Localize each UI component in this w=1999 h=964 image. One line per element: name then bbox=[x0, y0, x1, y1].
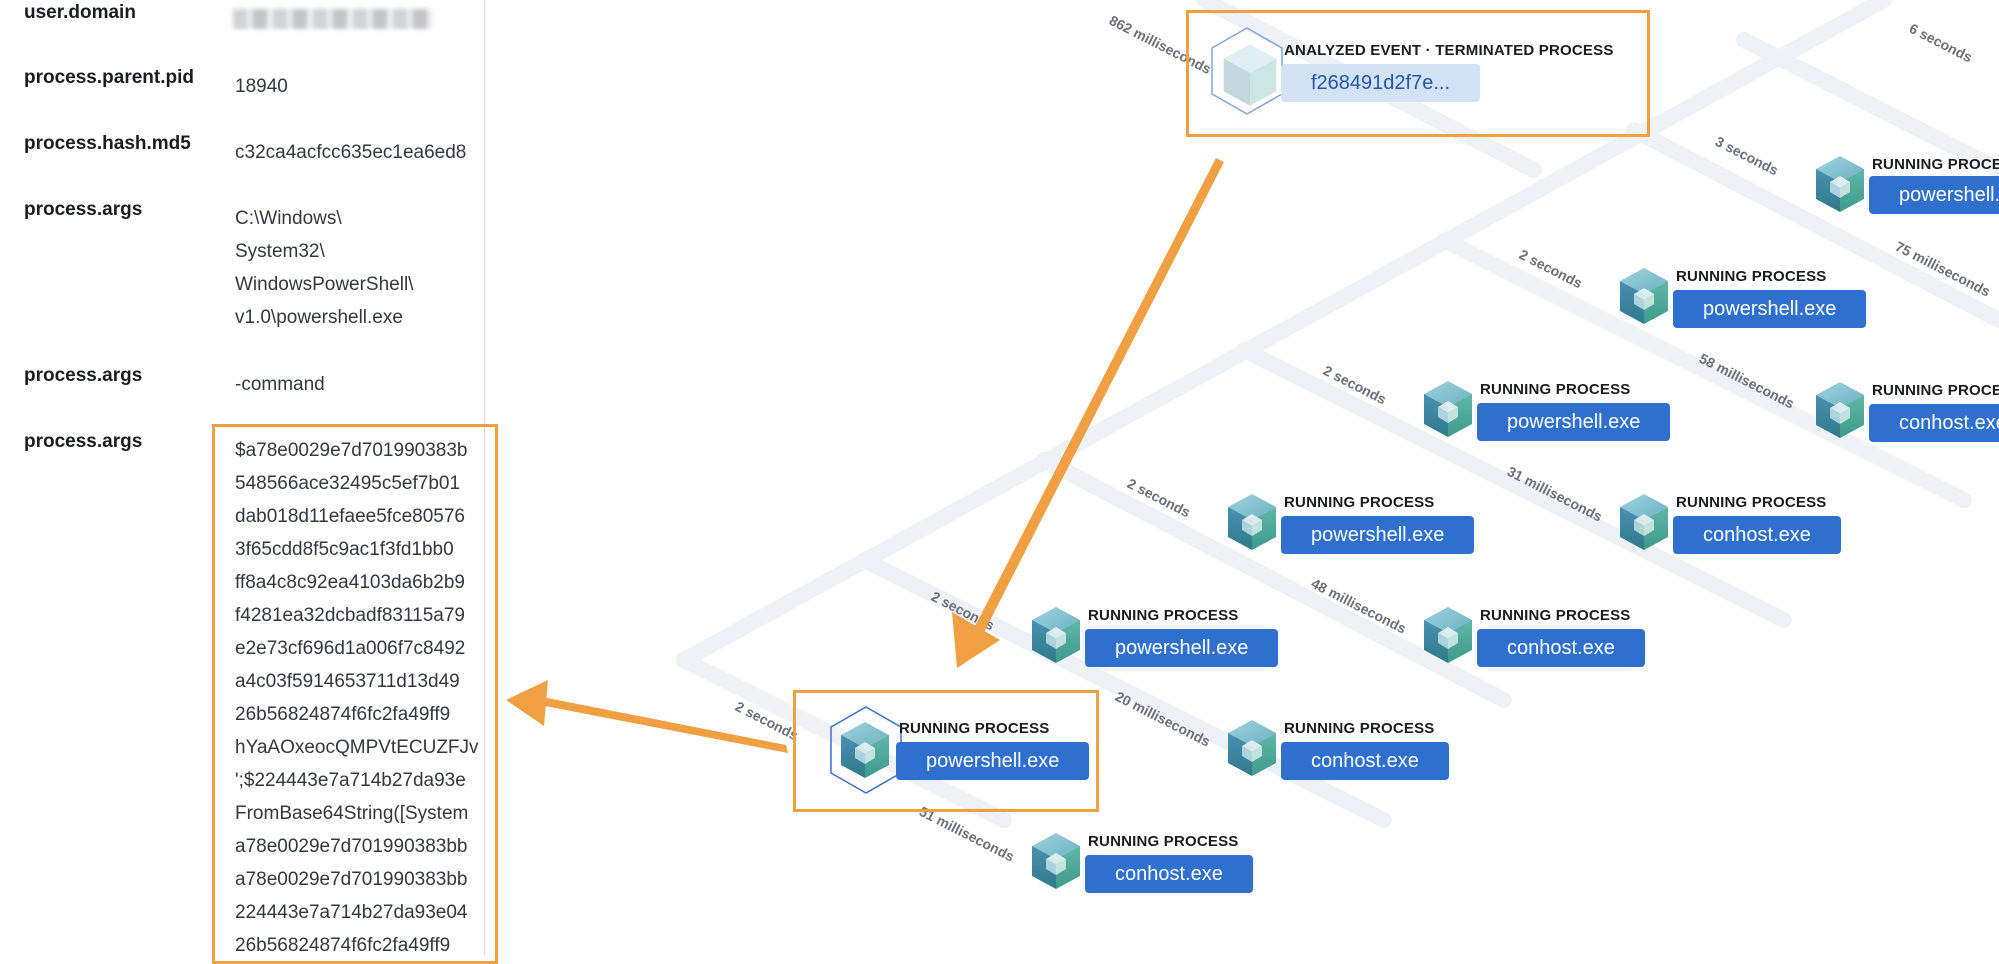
node-name-button[interactable]: powershell.exe bbox=[1281, 516, 1475, 554]
node-name-button[interactable]: conhost.exe bbox=[1281, 742, 1449, 780]
node-title: RUNNING PROCESS bbox=[1480, 607, 1631, 624]
arrow-head-left-icon bbox=[506, 680, 548, 726]
node-name-button[interactable]: f268491d2f7e... bbox=[1281, 64, 1481, 102]
field-value-process-args-1: C:\Windows\ System32\ WindowsPowerShell\… bbox=[235, 208, 414, 328]
node-title: RUNNING PROCESS bbox=[1872, 382, 1999, 399]
field-key-process-args-1: process.args bbox=[24, 199, 143, 220]
process-node[interactable]: RUNNING PROCESS conhost.exe bbox=[1028, 829, 1268, 893]
node-title: RUNNING PROCESS bbox=[1088, 607, 1239, 624]
node-title: ANALYZED EVENT · TERMINATED PROCESS bbox=[1284, 42, 1614, 59]
node-name-button[interactable]: powershell.exe bbox=[1085, 629, 1279, 667]
node-title: RUNNING PROCESS bbox=[1480, 381, 1631, 398]
node-title: RUNNING PROCESS bbox=[1676, 268, 1827, 285]
node-name-button[interactable]: conhost.exe bbox=[1869, 404, 1999, 442]
node-name-button[interactable]: conhost.exe bbox=[1085, 855, 1253, 893]
redacted-user-domain-value bbox=[233, 9, 433, 29]
node-name-button[interactable]: conhost.exe bbox=[1477, 629, 1645, 667]
process-node-origin[interactable]: ANALYZED EVENT · TERMINATED PROCESS f268… bbox=[1211, 27, 1614, 120]
node-name-button[interactable]: powershell.exe bbox=[1869, 176, 1999, 214]
selected-highlight-box bbox=[793, 690, 1099, 812]
process-node[interactable]: RUNNING PROCESS conhost.exe bbox=[1616, 490, 1856, 554]
field-value-parent-pid: 18940 bbox=[235, 76, 288, 97]
field-key-process-args-3: process.args bbox=[24, 431, 143, 452]
process-node[interactable]: RUNNING PROCESS conhost.exe bbox=[1420, 603, 1660, 667]
arrow-head-down-icon bbox=[952, 612, 1000, 668]
field-key-hash-md5: process.hash.md5 bbox=[24, 133, 191, 154]
origin-highlight-box bbox=[1186, 10, 1650, 137]
node-title: RUNNING PROCESS bbox=[1088, 833, 1239, 850]
node-title: RUNNING PROCESS bbox=[899, 720, 1050, 737]
process-tree-graph[interactable]: 862 milliseconds 6 seconds 3 seconds 75 … bbox=[484, 0, 1999, 955]
process-node[interactable]: RUNNING PROCESS powershell.exe bbox=[1616, 264, 1876, 328]
node-name-button[interactable]: conhost.exe bbox=[1673, 516, 1841, 554]
node-name-button[interactable]: powershell.exe bbox=[1673, 290, 1867, 328]
field-key-parent-pid: process.parent.pid bbox=[24, 67, 194, 88]
field-key-user-domain: user.domain bbox=[24, 2, 136, 23]
origin-hexagon-ring bbox=[1211, 27, 1283, 115]
node-name-button[interactable]: powershell.exe bbox=[896, 742, 1090, 780]
node-name-button[interactable]: powershell.exe bbox=[1477, 403, 1671, 441]
process-node[interactable]: RUNNING PROCESS powershell.exe bbox=[1224, 490, 1484, 554]
field-value-process-args-2: -command bbox=[235, 374, 325, 395]
process-node-highlighted[interactable]: RUNNING PROCESS powershell.exe bbox=[829, 705, 1090, 795]
field-value-process-args-3: $a78e0029e7d701990383b 548566ace32495c5e… bbox=[235, 440, 479, 955]
field-key-process-args-2: process.args bbox=[24, 365, 143, 386]
event-detail-panel: user.domain process.parent.pid 18940 pro… bbox=[0, 0, 485, 955]
process-node[interactable]: RUNNING PROCESS conhost.exe bbox=[1224, 716, 1464, 780]
process-node[interactable]: RUNNING PROCESS powershell.exe bbox=[1028, 603, 1288, 667]
process-node[interactable]: RUNNING PROCESS conhost.exe bbox=[1812, 378, 1999, 442]
process-node[interactable]: RUNNING PROCESS powershell.exe bbox=[1812, 152, 1999, 216]
process-node[interactable]: RUNNING PROCESS powershell.exe bbox=[1420, 377, 1680, 441]
node-title: RUNNING PROCESS bbox=[1284, 720, 1435, 737]
field-value-hash-md5: c32ca4acfcc635ec1ea6ed8 bbox=[235, 142, 467, 163]
node-title: RUNNING PROCESS bbox=[1284, 494, 1435, 511]
selected-hexagon-ring bbox=[830, 706, 902, 794]
annotation-arrow-left bbox=[540, 697, 788, 753]
annotation-arrow-down bbox=[970, 158, 1224, 640]
node-title: RUNNING PROCESS bbox=[1872, 156, 1999, 173]
node-title: RUNNING PROCESS bbox=[1676, 494, 1827, 511]
